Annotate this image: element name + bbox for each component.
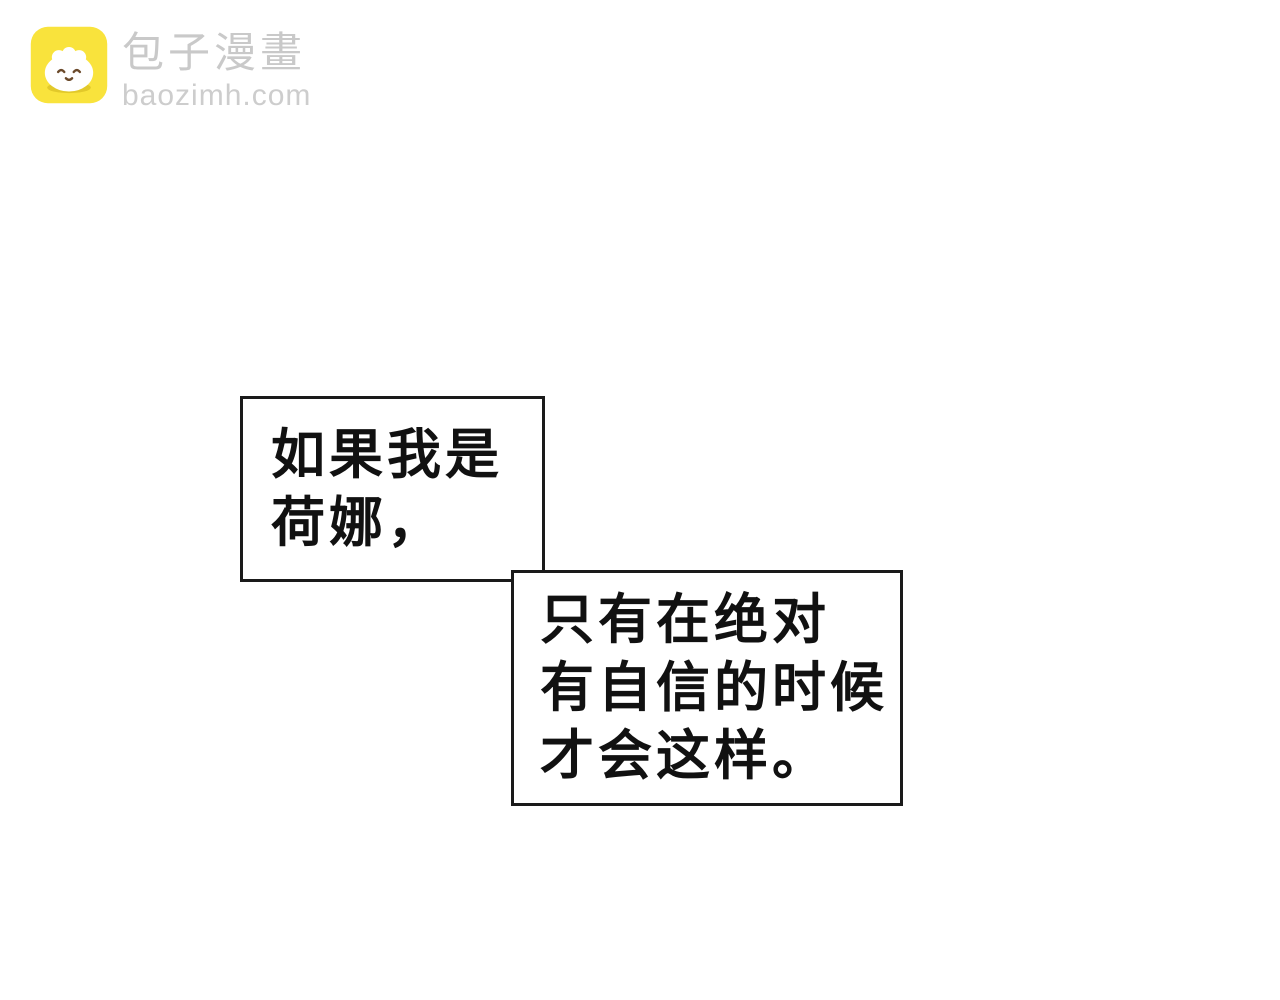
baozi-bun-icon [30,26,108,104]
speech-bubble-2-line-1: 只有在绝对 [540,590,830,650]
watermark-text: 包子漫畫 baozimh.com [122,26,311,114]
speech-bubble-2-line-3: 才会这样。 [540,726,830,786]
brand-name: 包子漫畫 [122,29,307,76]
brand-domain: baozimh.com [122,79,312,113]
site-watermark: 包子漫畫 baozimh.com [30,26,311,114]
speech-bubble-1-line-2: 荷娜， [271,493,445,553]
speech-bubble-2: 只有在绝对 有自信的时候 才会这样。 [511,570,903,806]
speech-bubble-1: 如果我是 荷娜， [240,396,545,582]
speech-bubble-2-line-2: 有自信的时候 [540,658,888,718]
speech-bubble-1-line-1: 如果我是 [271,425,503,485]
